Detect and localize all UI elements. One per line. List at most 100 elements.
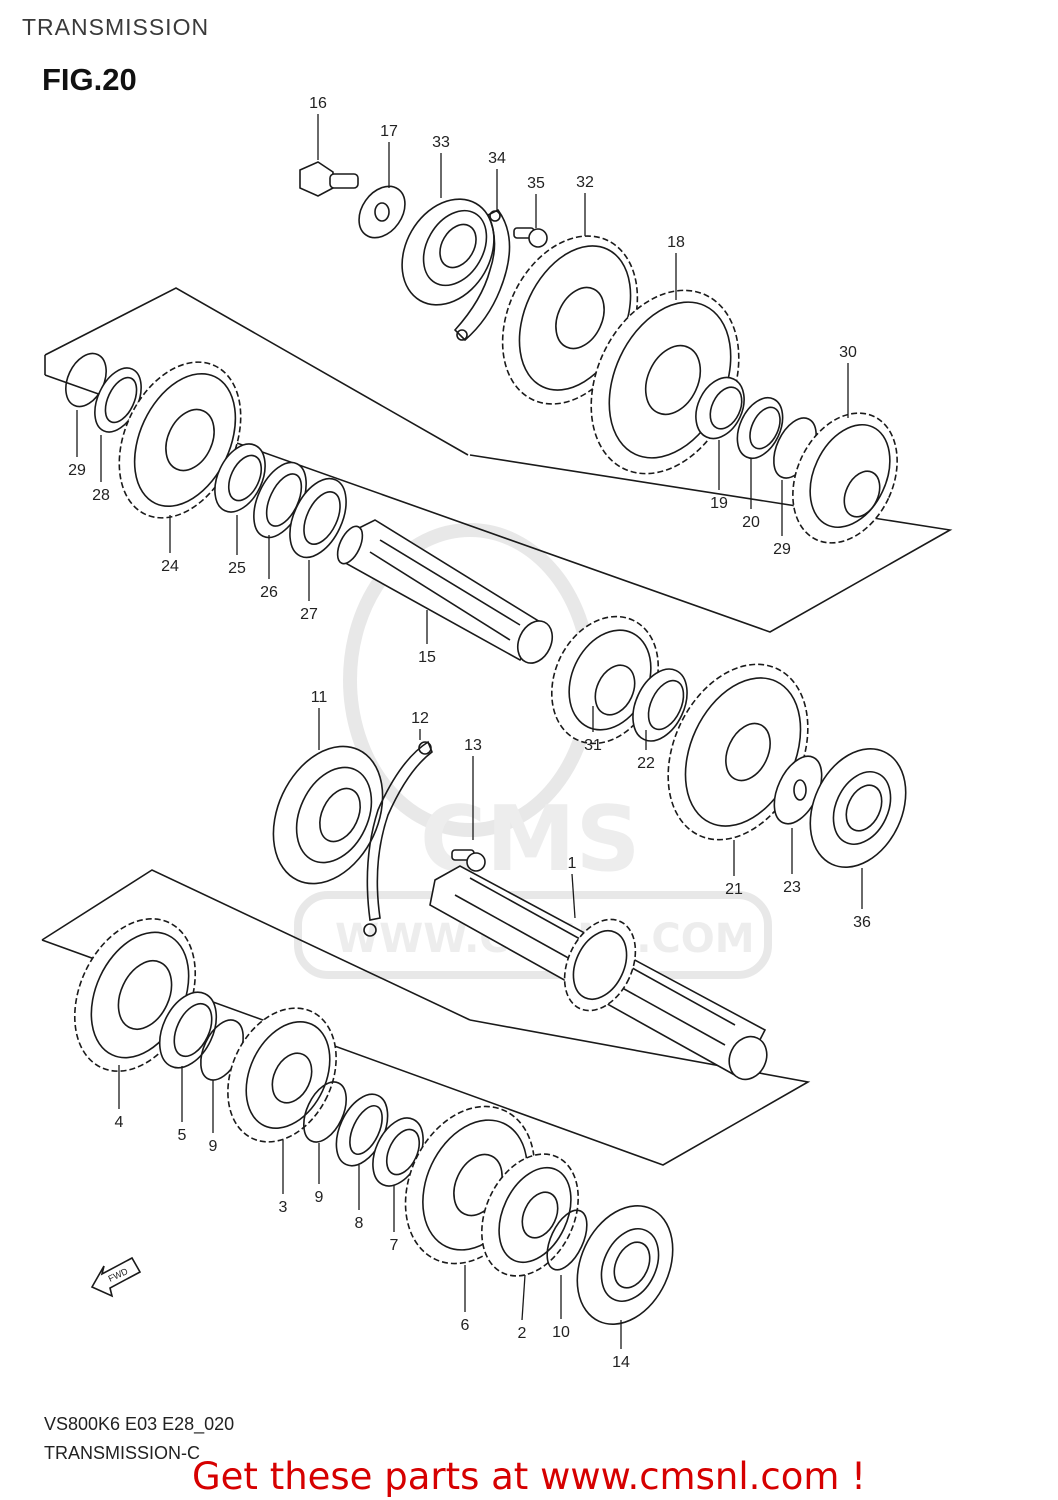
callout-1: 1	[568, 855, 577, 919]
callout-33: 33	[432, 134, 450, 198]
callout-17: 17	[380, 123, 398, 188]
gear-2	[481, 1153, 579, 1277]
callout-number: 24	[161, 558, 179, 575]
screw-13	[451, 849, 486, 872]
callout-11: 11	[311, 689, 328, 750]
gear-3	[227, 1007, 337, 1143]
model-code: VS800K6 E03 E28_020	[44, 1414, 235, 1434]
callout-29: 29	[68, 410, 86, 479]
callout-28: 28	[92, 435, 110, 504]
callout-number: 21	[725, 881, 743, 898]
bearing-36	[809, 748, 907, 868]
promo-link[interactable]: Get these parts at www.cmsnl.com !	[191, 1455, 866, 1498]
callout-2: 2	[518, 1274, 527, 1342]
callout-22: 22	[637, 730, 655, 772]
callout-number: 29	[773, 541, 791, 558]
callout-number: 33	[432, 134, 450, 151]
leader-line	[521, 1274, 526, 1321]
callout-number: 26	[260, 584, 278, 601]
callout-layer: 1234567899101112131415161718192021222324…	[68, 95, 871, 1371]
retainer-34	[453, 208, 511, 342]
callout-5: 5	[178, 1066, 187, 1144]
callout-number: 35	[527, 175, 545, 192]
callout-3: 3	[279, 1140, 288, 1216]
callout-36: 36	[853, 868, 871, 931]
callout-8: 8	[355, 1165, 364, 1232]
callout-10: 10	[552, 1275, 570, 1341]
washer-20	[736, 396, 784, 460]
callout-24: 24	[161, 515, 179, 575]
lock-washer-27	[289, 477, 347, 559]
circlip-9-lower	[303, 1081, 347, 1143]
mainshaft-1	[429, 865, 768, 1081]
callout-number: 4	[115, 1114, 124, 1131]
callout-9: 9	[315, 1143, 324, 1206]
callout-18: 18	[667, 234, 685, 300]
callout-number: 11	[311, 689, 328, 706]
bearing-14	[576, 1205, 674, 1325]
callout-number: 9	[315, 1189, 324, 1206]
callout-number: 32	[576, 174, 594, 191]
page-title: TRANSMISSION	[22, 14, 210, 40]
fwd-arrow-icon: FWD	[90, 1256, 142, 1298]
callout-30: 30	[839, 344, 857, 418]
washer-28	[94, 367, 142, 433]
lower-shaft-frame	[41, 869, 811, 1166]
countershaft-15	[336, 519, 554, 664]
gear-24	[118, 361, 242, 519]
callout-number: 16	[309, 95, 327, 112]
callout-number: 17	[380, 123, 398, 140]
callout-number: 6	[461, 1317, 470, 1334]
callout-number: 18	[667, 234, 685, 251]
callout-6: 6	[461, 1265, 470, 1334]
callout-25: 25	[228, 515, 246, 577]
callout-number: 20	[742, 514, 760, 531]
callout-number: 2	[518, 1325, 527, 1342]
callout-number: 5	[178, 1127, 187, 1144]
callout-number: 28	[92, 487, 110, 504]
callout-number: 1	[568, 855, 577, 872]
callout-number: 25	[228, 560, 246, 577]
callout-number: 13	[464, 737, 482, 754]
callout-number: 7	[390, 1237, 399, 1254]
bearing-11	[272, 745, 384, 885]
callout-number: 8	[355, 1215, 364, 1232]
callout-19: 19	[710, 440, 728, 512]
callout-number: 31	[584, 737, 602, 754]
bolt-16	[299, 161, 359, 197]
callout-12: 12	[411, 710, 429, 740]
lock-washer-8	[335, 1093, 389, 1167]
circlip-10	[546, 1209, 588, 1271]
gear-31	[550, 615, 660, 745]
callout-number: 15	[418, 649, 436, 666]
callout-29: 29	[773, 480, 791, 558]
callout-number: 12	[411, 710, 429, 727]
callout-32: 32	[576, 174, 594, 236]
bushing-5	[158, 991, 218, 1069]
callout-number: 36	[853, 914, 871, 931]
callout-20: 20	[742, 458, 760, 531]
bushing-22	[632, 668, 688, 742]
bearing-33	[401, 198, 495, 306]
callout-16: 16	[309, 95, 327, 160]
callout-27: 27	[300, 560, 318, 623]
callout-13: 13	[464, 737, 482, 840]
callout-31: 31	[584, 706, 602, 754]
callout-number: 27	[300, 606, 318, 623]
callout-number: 10	[552, 1324, 570, 1341]
callout-9: 9	[209, 1080, 218, 1155]
leader-line	[571, 873, 576, 919]
callout-number: 3	[279, 1199, 288, 1216]
bushing-19	[695, 376, 745, 440]
bushing-25	[214, 443, 266, 513]
gear-21	[667, 663, 809, 841]
callout-number: 34	[488, 150, 506, 167]
retainer-12	[363, 740, 433, 937]
callout-number: 29	[68, 462, 86, 479]
callout-15: 15	[418, 610, 436, 666]
callout-number: 30	[839, 344, 857, 361]
callout-34: 34	[488, 150, 506, 212]
callout-35: 35	[527, 175, 545, 228]
callout-number: 22	[637, 755, 655, 772]
